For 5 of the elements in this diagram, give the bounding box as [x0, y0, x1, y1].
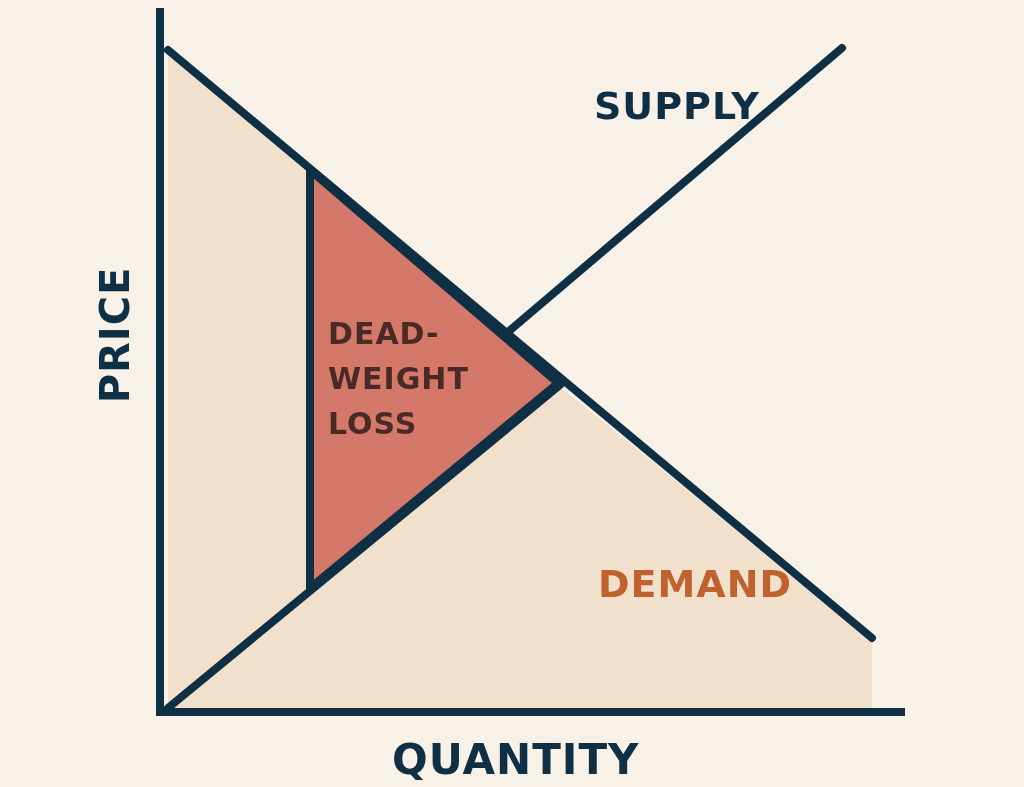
axis-title: PRICE — [92, 265, 138, 406]
curve-label: SUPPLY — [594, 84, 760, 128]
axis-title: QUANTITY — [392, 735, 640, 784]
curve-label: DEMAND — [598, 562, 793, 606]
area-label: DEAD-WEIGHT LOSS — [328, 315, 470, 443]
